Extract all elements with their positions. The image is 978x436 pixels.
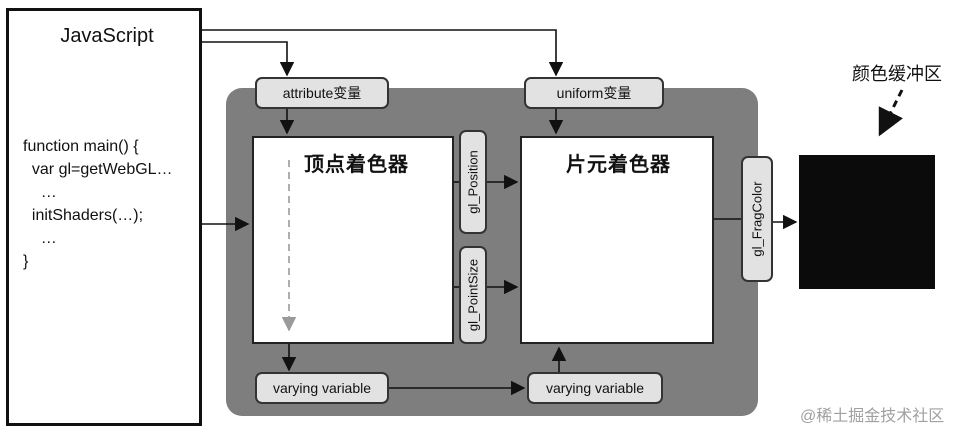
fragment-shader-box [520,136,714,344]
attribute-variable-pill: attribute变量 [255,77,389,109]
color-buffer-label: 颜色缓冲区 [852,64,942,84]
varying-variable-left-pill: varying variable [255,372,389,404]
uniform-variable-pill: uniform变量 [524,77,664,109]
fragment-shader-title: 片元着色器 [566,154,671,176]
gl-fragcolor-pill: gl_FragColor [741,156,773,282]
javascript-box: JavaScript function main() { var gl=getW… [6,8,202,426]
gl-position-pill: gl_Position [459,130,487,234]
js-to-attribute-arrow [202,41,295,77]
js-to-uniform-arrow [202,29,564,77]
javascript-code: function main() { var gl=getWebGL… … ini… [23,138,173,270]
gl-pointsize-pill: gl_PointSize [459,246,487,344]
watermark-text: @稀土掘金技术社区 [800,408,945,425]
varying-variable-right-pill: varying variable [527,372,663,404]
javascript-title: JavaScript [60,25,154,47]
color-buffer-box [799,155,935,289]
vertex-shader-title: 顶点着色器 [304,154,409,176]
buffer-label-dashed-arrow [878,89,904,137]
vertex-shader-box [252,136,454,344]
